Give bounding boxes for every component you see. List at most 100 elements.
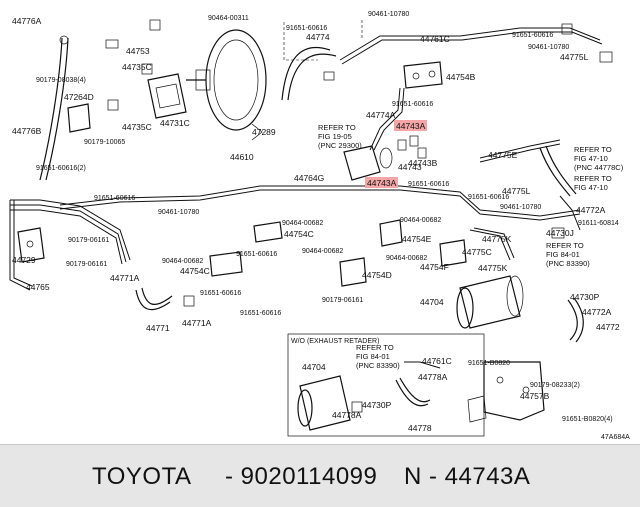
vacuum-tank-44704 (459, 275, 521, 329)
bracket-44754c (253, 221, 283, 243)
part-label-43: 90179-06161 (68, 237, 109, 244)
clamp-44753 (105, 39, 119, 49)
reference-note-1-line-1: FIG 47-10 (574, 154, 608, 163)
part-label-27: 44775E (488, 150, 518, 160)
part-label-75: 44778 (408, 423, 432, 433)
part-label-47: 44754C (180, 266, 210, 276)
part-label-41: 44754E (402, 234, 432, 244)
part-label-72: 44730P (362, 400, 392, 410)
inset-hose-44778a (399, 377, 431, 403)
part-label-13: 44731C (160, 118, 190, 128)
part-label-59: 44730P (570, 292, 600, 302)
bracket-44754d (339, 257, 367, 287)
part-label-58: 91651-60616 (240, 310, 281, 317)
hose-44776a (39, 37, 63, 181)
part-reference: N - 44743A (404, 463, 531, 490)
exploded-parts-diagram: 44776A44776B4475390464-0031191651-606169… (9, 11, 630, 441)
reference-note-2-line-0: REFER TO (574, 174, 612, 183)
hose-44775e (539, 147, 571, 197)
part-label-23: 44743 (398, 162, 422, 172)
part-label-30: 44764G (294, 173, 324, 183)
brake-booster-44610 (205, 29, 267, 131)
part-label-51: 44754F (420, 262, 449, 272)
reference-note-4-line-2: (PNC 83390) (356, 361, 400, 370)
part-label-24: 44743B (408, 158, 438, 168)
part-label-7: 44761C (420, 34, 450, 44)
reference-note-2-line-1: FIG 47-10 (574, 183, 608, 192)
bracket-44729 (17, 227, 45, 263)
part-label-45: 90179-06161 (66, 261, 107, 268)
reference-note-3-line-2: (PNC 83390) (546, 259, 590, 268)
tube-44765 (10, 199, 131, 261)
part-label-29: 91651-60616(2) (36, 165, 86, 172)
part-label-17: 44754B (446, 72, 476, 82)
part-label-50: 44754D (362, 270, 392, 280)
vacuum-check-valve (343, 145, 381, 181)
part-number: - 9020114099 (225, 463, 378, 490)
part-label-6: 44774 (306, 32, 330, 42)
part-label-56: 44765 (26, 282, 50, 292)
part-label-25: 44743A (367, 178, 397, 188)
part-label-68: 44778A (418, 372, 448, 382)
part-label-62: 44771A (182, 318, 212, 328)
part-label-71: 44757B (520, 391, 550, 401)
part-label-55: 44771A (110, 273, 140, 283)
reference-note-0-line-1: FIG 19-05 (318, 132, 352, 141)
diagram-code: 47A684A (601, 434, 630, 441)
part-label-52: 90464-00682 (386, 255, 427, 262)
part-label-18: 44774A (366, 110, 396, 120)
part-label-73: 44778A (332, 410, 362, 420)
part-label-35: 90461-10780 (500, 204, 541, 211)
part-label-21: 47289 (252, 127, 276, 137)
part-label-70: 90179-08233(2) (530, 382, 580, 389)
part-label-49: 90464-00682 (302, 248, 343, 255)
pipe-44761c (339, 27, 601, 61)
part-label-57: 91651-60616 (200, 290, 241, 297)
part-label-61: 44772A (582, 307, 612, 317)
diagram-linework (9, 19, 613, 343)
part-label-42: 44775C (462, 247, 492, 257)
part-label-2: 44753 (126, 46, 150, 56)
hose-44774 (281, 46, 331, 101)
reference-note-4-line-0: REFER TO (356, 343, 394, 352)
brand-name: TOYOTA (92, 463, 192, 490)
part-label-20: 44743A (396, 121, 426, 131)
part-label-34: 91651-60616 (468, 194, 509, 201)
part-label-4: 91651-60616 (286, 25, 327, 32)
part-label-40: 90464-00682 (400, 217, 441, 224)
part-label-0: 44776A (12, 16, 42, 26)
highlight-44743a-lower (365, 177, 398, 188)
bracket-44754f (439, 239, 467, 267)
part-label-60: 44704 (420, 297, 444, 307)
part-label-39: 44754C (284, 229, 314, 239)
bracket-44757b (467, 361, 545, 423)
part-label-48: 91651-60616 (236, 251, 277, 258)
reference-note-0-line-0: REFER TO (318, 123, 356, 132)
bracket-44754e (379, 219, 403, 247)
part-label-46: 90464-00682 (162, 258, 203, 265)
part-label-67: 91651-B0820 (468, 360, 510, 367)
part-label-15: 90179-10065 (84, 139, 125, 146)
bracket-47264d (67, 103, 91, 133)
hose-44771a (135, 289, 171, 311)
part-label-53: 44775K (478, 263, 508, 273)
part-label-64: 44771 (146, 323, 170, 333)
highlight-44743a-upper (394, 120, 427, 131)
part-label-37: 44730J (546, 228, 574, 238)
part-label-63: 90179-06161 (322, 297, 363, 304)
part-label-10: 44775L (560, 52, 589, 62)
reference-note-3-line-1: FIG 84-01 (546, 250, 580, 259)
gasket-47289 (251, 123, 263, 141)
reference-note-0-line-2: (PNC 29300) (318, 141, 362, 150)
part-label-22: 44610 (230, 152, 254, 162)
part-label-31: 91651-60616 (94, 195, 135, 202)
part-label-33: 44772A (576, 205, 606, 215)
part-label-32: 90461-10780 (158, 209, 199, 216)
part-label-14: 47264D (64, 92, 94, 102)
footer-bar: TOYOTA - 9020114099 N - 44743A (0, 444, 640, 507)
inset-title: W/O (EXHAUST RETADER) (291, 338, 379, 345)
reference-note-3-line-0: REFER TO (546, 241, 584, 250)
part-label-26: 91651-60616 (408, 181, 449, 188)
